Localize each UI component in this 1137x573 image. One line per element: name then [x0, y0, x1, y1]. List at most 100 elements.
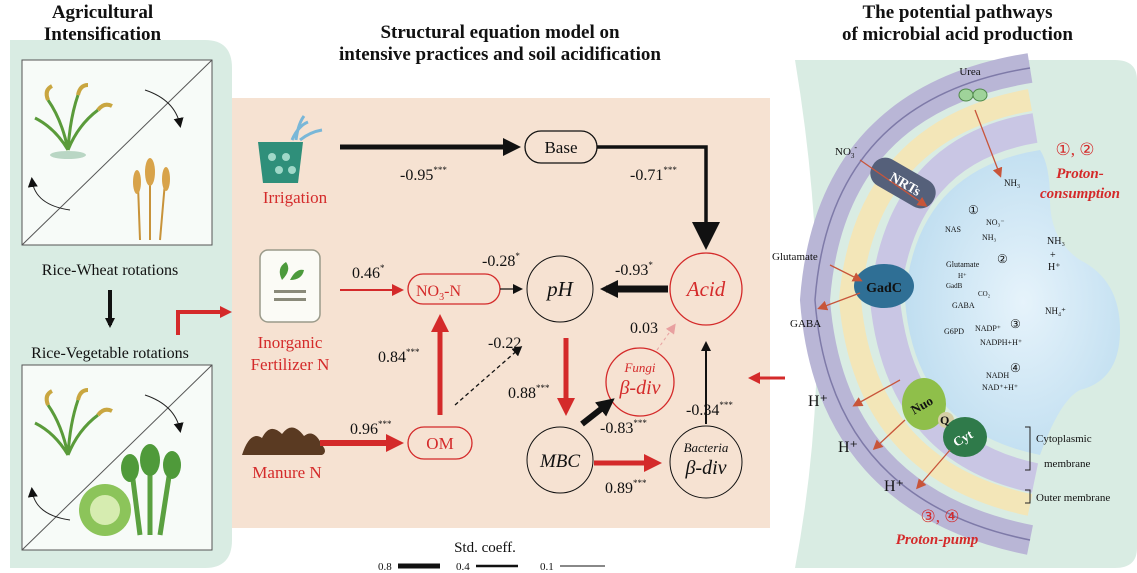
mbc-node: [526, 426, 594, 494]
right-plus-label: +: [1050, 250, 1056, 261]
legend-item-08: 0.8: [378, 561, 392, 573]
cyt-complex: [943, 417, 987, 457]
ph-node: [526, 255, 594, 323]
pathway-12-label-2: consumption: [1040, 186, 1120, 202]
coef-bacteria-acid: -0.34***: [686, 400, 733, 419]
outer-bracket: [1025, 489, 1031, 504]
nuo-complex: [902, 378, 946, 430]
rice-wheat-label: Rice-Wheat rotations: [42, 262, 178, 279]
gaba-out-label: GABA: [790, 318, 821, 330]
urea-channel-icon: [958, 88, 974, 102]
nadh-label: NADH: [986, 371, 1009, 380]
coef-mbc-bacteria: 0.89***: [605, 478, 647, 497]
fungi-node: [605, 347, 675, 417]
outer-membrane-edge: [814, 67, 1031, 541]
pathway-34-label: Proton-pump: [896, 532, 979, 548]
path-base-acid: [597, 145, 720, 250]
sem-panel-bg: [232, 98, 770, 528]
nad-label: NAD⁺+H⁺: [982, 383, 1018, 392]
rotation-arrow-icon: [144, 394, 184, 433]
coef-no3-ph: -0.28*: [482, 251, 520, 270]
irrigation-bucket-icon: [258, 115, 323, 183]
proton-arrow-1: [852, 379, 901, 407]
urea-arrow: [974, 109, 1003, 178]
coef-mbc-fungi: -0.83***: [600, 418, 647, 437]
no3-inner-label: NO₃⁻: [986, 218, 1005, 227]
inorganic-label-line2: Fertilizer N: [251, 355, 330, 374]
coef-ph-mbc: 0.88***: [508, 383, 550, 402]
proton-arrow-2: [872, 419, 906, 451]
irrigation-label: Irrigation: [263, 188, 328, 207]
hplus-1-label: H⁺: [808, 393, 828, 410]
fungi-div-label: β-div: [618, 377, 660, 399]
rice-vegetable-divider: [21, 364, 213, 551]
wheat-icon: [133, 158, 170, 241]
right-nh3-label: NH₃: [1047, 236, 1065, 247]
cell-diagram: [795, 53, 1137, 568]
nadp-label: NADP⁺: [975, 324, 1001, 333]
vegetable-icon: [79, 444, 181, 536]
q-label: Q: [940, 413, 949, 427]
nh3-inner-label: NH₃: [982, 233, 997, 242]
rotation-arrow-icon: [27, 177, 71, 211]
coef-om-ph: -0.22: [488, 335, 521, 352]
right-nh4-label: NH₄⁺: [1045, 306, 1066, 316]
bacteria-small-label: Bacteria: [684, 440, 729, 455]
pathway-12-nums: ①, ②: [1056, 140, 1095, 159]
no3-label: NO3-N: [416, 283, 461, 303]
fertilizer-bag-icon: [259, 249, 321, 323]
acid-node: [669, 252, 743, 326]
urea-channel-icon: [972, 88, 988, 102]
left-heading: Agricultural Intensification: [0, 2, 205, 46]
nas-label: NAS: [945, 225, 961, 234]
coef-irrigation-base: -0.95***: [400, 165, 447, 184]
glutamate-out-label: Glutamate: [772, 251, 818, 263]
coef-manure-om: 0.96***: [350, 419, 392, 438]
legend-item-01: 0.1: [540, 561, 554, 573]
center-heading: Structural equation model on intensive p…: [240, 22, 760, 66]
inorganic-label-line1: Inorganic: [258, 333, 323, 352]
bacteria-div-label: β-div: [684, 457, 726, 479]
ph-label: pH: [545, 277, 575, 301]
glutamate-arrow: [829, 264, 863, 282]
num-4-label: ④: [1010, 361, 1021, 375]
rice-plant-icon: [34, 83, 113, 159]
left-heading-line1: Agricultural: [51, 2, 154, 23]
nh3-top-label: NH3: [1004, 178, 1020, 190]
h-small-label: H⁺: [958, 272, 967, 280]
rotation-arrow-icon: [144, 89, 184, 128]
base-label: Base: [544, 138, 577, 157]
coef-acid-ph: -0.93*: [615, 260, 653, 279]
cytoplasmic-label-1: Cytoplasmic: [1036, 433, 1092, 445]
rice-vegetable-label: Rice-Vegetable rotations: [31, 345, 189, 362]
left-heading-line2: Intensification: [43, 24, 162, 45]
gaba-arrow: [817, 292, 861, 311]
outer-membrane-label: Outer membrane: [1036, 492, 1110, 504]
manure-icon: [242, 427, 325, 455]
acid-label: Acid: [685, 277, 726, 301]
om-label: OM: [426, 434, 453, 453]
pathway-34-nums: ③, ④: [921, 507, 960, 526]
glutamate-in-label: Glutamate: [946, 260, 980, 269]
rotation-arrow-icon: [27, 487, 71, 521]
path-fungi-acid: [656, 323, 676, 351]
manure-label: Manure N: [252, 463, 321, 482]
gadc-transporter: [854, 264, 914, 308]
center-heading-line1: Structural equation model on: [380, 22, 620, 43]
gadb-label: GadB: [946, 282, 963, 290]
nrts-transporter: [870, 157, 936, 209]
hplus-2-label: H⁺: [838, 439, 858, 456]
coef-om-no3: 0.84***: [378, 347, 420, 366]
left-panel: [10, 40, 232, 568]
bacteria-node: [669, 425, 743, 499]
gaba-in-label: GABA: [952, 301, 975, 310]
right-h-label: H⁺: [1048, 262, 1061, 273]
center-heading-line2: intensive practices and soil acidificati…: [339, 44, 661, 65]
proton-arrow-3: [916, 449, 951, 490]
om-node: [407, 426, 473, 460]
g6pd-label: G6PD: [944, 327, 964, 336]
no3-out-label: NO3-: [835, 143, 857, 160]
legend-item-04: 0.4: [456, 561, 470, 573]
